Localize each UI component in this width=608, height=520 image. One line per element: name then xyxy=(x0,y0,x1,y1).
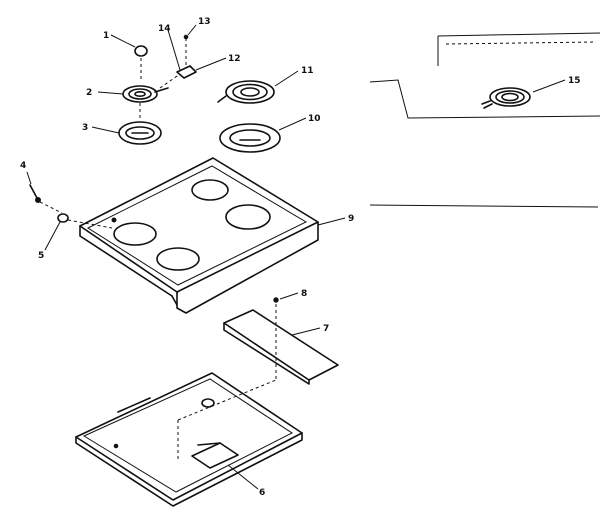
callout-9: 9 xyxy=(348,214,354,224)
callout-5: 5 xyxy=(38,251,44,261)
screw-8-part xyxy=(273,297,279,380)
callout-2: 2 xyxy=(86,88,92,98)
bottom-pan xyxy=(75,372,303,507)
callout-11: 11 xyxy=(301,66,314,76)
large-drip-pan xyxy=(219,123,281,153)
knob-part xyxy=(134,45,148,82)
callout-3: 3 xyxy=(82,123,88,133)
leader-lines xyxy=(26,24,566,490)
callout-7: 7 xyxy=(323,324,329,334)
callout-10: 10 xyxy=(308,114,321,124)
cooktop-panel xyxy=(79,157,319,314)
callout-8: 8 xyxy=(301,289,307,299)
screw-part xyxy=(29,184,63,214)
callout-12: 12 xyxy=(228,54,241,64)
callout-1: 1 xyxy=(103,31,109,41)
small-surface-element xyxy=(122,85,169,103)
small-drip-pan xyxy=(118,121,162,145)
callout-labels: 1 2 3 4 5 6 7 8 9 10 11 12 13 14 15 xyxy=(20,17,581,498)
inset-panel xyxy=(369,32,601,208)
callout-4: 4 xyxy=(20,161,26,171)
callout-14: 14 xyxy=(158,24,171,34)
callout-13: 13 xyxy=(198,17,211,27)
large-surface-element xyxy=(217,80,275,104)
terminal-block-part xyxy=(159,34,197,89)
bracket-part xyxy=(223,309,339,385)
callout-6: 6 xyxy=(259,488,265,498)
callout-15: 15 xyxy=(568,76,581,86)
inset-surface-element-coil xyxy=(481,87,531,109)
clip-part xyxy=(57,213,69,223)
